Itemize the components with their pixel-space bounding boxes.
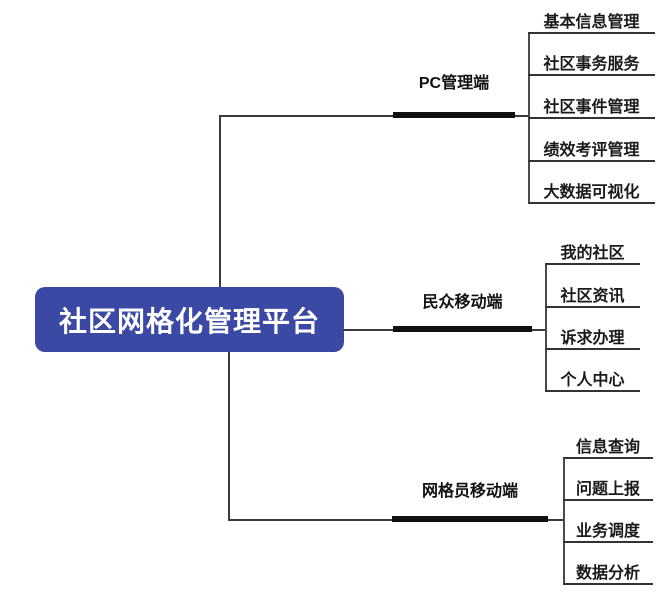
- connector-line-middle-horizontal: [343, 329, 393, 331]
- connector-line-top-vertical: [219, 115, 221, 287]
- branch-bar-pc: [393, 112, 515, 118]
- leaf-node: 我的社区: [545, 238, 640, 265]
- leaf-node: 绩效考评管理: [528, 135, 655, 162]
- leaf-node: 问题上报: [563, 474, 653, 501]
- children-spine-grid-worker: [563, 457, 565, 585]
- children-spine-public-mobile: [545, 263, 547, 392]
- leaf-node: 诉求办理: [545, 323, 640, 350]
- branch-label-public-mobile: 民众移动端: [422, 294, 503, 311]
- leaf-node: 社区事件管理: [528, 92, 655, 119]
- leaf-node: 信息查询: [563, 432, 653, 459]
- leaf-node: 社区资讯: [545, 281, 640, 308]
- leaf-node: 数据分析: [563, 558, 653, 585]
- root-node: 社区网格化管理平台: [35, 287, 344, 352]
- branch-label-pc: PC管理端: [418, 75, 490, 92]
- connector-line-bottom-horizontal: [228, 519, 392, 521]
- branch-label-grid-worker-mobile: 网格员移动端: [421, 483, 518, 500]
- branch-bar-grid-worker-mobile: [392, 516, 548, 522]
- leaf-node: 社区事务服务: [528, 49, 655, 76]
- connector-line-public-mobile-tail: [532, 329, 545, 331]
- connector-line-bottom-vertical: [228, 352, 230, 520]
- leaf-node: 业务调度: [563, 516, 653, 543]
- connector-line-grid-worker-tail: [548, 519, 563, 521]
- branch-bar-public-mobile: [393, 326, 532, 332]
- connector-line-top-horizontal: [219, 115, 393, 117]
- connector-line-pc-tail: [515, 115, 528, 117]
- leaf-node: 基本信息管理: [528, 7, 655, 34]
- leaf-node: 个人中心: [545, 365, 640, 392]
- leaf-node: 大数据可视化: [528, 177, 655, 204]
- root-node-label: 社区网格化管理平台: [58, 305, 320, 337]
